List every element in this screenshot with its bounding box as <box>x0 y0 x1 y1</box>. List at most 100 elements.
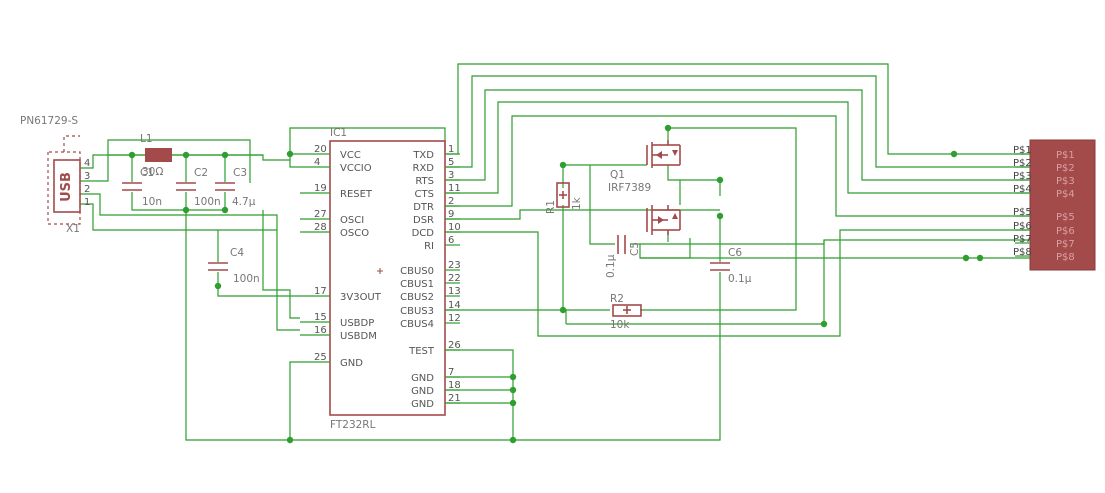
usb-pin-3: 3 <box>84 171 90 182</box>
junction-dot <box>962 254 970 262</box>
junction-dot <box>182 151 190 159</box>
ic1-pin-name: OSCO <box>340 228 369 239</box>
connector-pin-name: P$7 <box>1056 239 1075 250</box>
junction-dot <box>716 212 724 220</box>
ic1-pin-name: 3V3OUT <box>340 292 382 303</box>
r2-value-label: 10k <box>610 319 630 331</box>
junction-dot <box>716 176 724 184</box>
q1-ref-label: Q1 <box>610 169 625 181</box>
ic1-origin-mark <box>377 268 383 274</box>
ic1-pin-number: 20 <box>314 144 327 155</box>
ic1-pin-name: CTS <box>415 189 434 200</box>
junction-dot <box>128 151 136 159</box>
ic1-pin-name: TEST <box>408 346 435 357</box>
c3-value-label: 4.7µ <box>232 196 256 208</box>
ic1-pin-name: OSCI <box>340 215 364 226</box>
junction-dot <box>559 306 567 314</box>
junction-dot <box>950 150 958 158</box>
ic1-pin-number: 13 <box>448 286 461 297</box>
ic1-pin-number: 7 <box>448 367 454 378</box>
c1-ref-label: C1 <box>140 167 154 179</box>
r2-ref-label: R2 <box>610 293 624 305</box>
ic1-pin-number: 18 <box>448 380 461 391</box>
junction-dot <box>221 206 229 214</box>
ic1-pin-name: CBUS3 <box>400 306 434 317</box>
ic1-pin-number: 10 <box>448 222 461 233</box>
ic1-pin-name: RI <box>424 241 434 252</box>
ic1-pin-number: 12 <box>448 313 461 324</box>
junction-dot <box>286 150 294 158</box>
ic1-pin-name: GND <box>411 386 434 397</box>
ic1-pin-name: DCD <box>412 228 435 239</box>
connector-pad-label: P$4 <box>1013 184 1032 195</box>
ic1-pin-name: RXD <box>413 163 435 174</box>
ic1-pin-name: CBUS2 <box>400 292 434 303</box>
c3-ref-label: C3 <box>233 167 247 179</box>
ic1-pin-number: 2 <box>448 196 454 207</box>
junction-dot <box>820 320 828 328</box>
q1-value-label: IRF7389 <box>608 182 651 194</box>
ic1-value-label: FT232RL <box>330 419 376 431</box>
usb-pin-1: 1 <box>84 197 90 208</box>
usb-body-label: USB <box>59 172 74 202</box>
capacitor-c3: C3 4.7µ <box>215 167 256 208</box>
junction-dot <box>182 206 190 214</box>
wires <box>80 63 1030 441</box>
connector-pin-name: P$3 <box>1056 176 1075 187</box>
connector-pad-label: P$3 <box>1013 171 1032 182</box>
ic1-ft232rl: IC1 FT232RL 20VCC4VCCIO19RESET27OSCI28OS… <box>300 127 461 431</box>
capacitor-c6: C6 0.1µ <box>710 247 752 285</box>
ic1-pin-name: GND <box>411 373 434 384</box>
junction-dot <box>221 151 229 159</box>
junction-dot <box>976 254 984 262</box>
ic1-pin-name: RESET <box>340 189 373 200</box>
junction-dot <box>509 399 517 407</box>
usb-ref-label: X1 <box>66 223 80 235</box>
ic1-pin-number: 19 <box>314 183 327 194</box>
connector-pin-name: P$5 <box>1056 212 1075 223</box>
mosfet-q1: Q1 IRF7389 <box>608 140 681 235</box>
ic1-pin-name: DTR <box>413 202 434 213</box>
ic1-pin-number: 4 <box>314 157 320 168</box>
junction-dot <box>509 386 517 394</box>
resistor-r2: R2 10k <box>610 293 642 331</box>
ic1-pin-name: USBDP <box>340 318 374 329</box>
ic1-pin-number: 28 <box>314 222 327 233</box>
c5-ref-label: C5 <box>629 242 641 256</box>
ic1-pin-number: 3 <box>448 170 454 181</box>
connector-pin: P$5 P$5 <box>1013 207 1075 223</box>
ic1-pin-number: 16 <box>314 325 327 336</box>
ic1-pin-name: CBUS0 <box>400 266 434 277</box>
resistor-r1: R1 1k <box>545 182 583 214</box>
ic1-pin-name: USBDM <box>340 331 377 342</box>
ic1-pin-number: 15 <box>314 312 327 323</box>
capacitor-c1: C1 10n <box>122 167 162 208</box>
ic1-pin-number: 23 <box>448 260 461 271</box>
ic1-pin-name: CBUS1 <box>400 279 434 290</box>
connector-pad-label: P$5 <box>1013 207 1032 218</box>
ic1-pin-ri: 6RI <box>424 235 460 252</box>
usb-connector-x1: PN61729-S X1 USB 4 3 2 1 <box>20 115 90 235</box>
ic1-ref-label: IC1 <box>330 127 347 139</box>
connector-pad-label: P$1 <box>1013 145 1032 156</box>
ic1-left-pins: 20VCC4VCCIO19RESET27OSCI28OSCO173V3OUT15… <box>300 144 382 369</box>
l1-value-label: 30Ω <box>142 166 163 178</box>
connector-pin-name: P$8 <box>1056 252 1075 263</box>
ic1-pin-number: 9 <box>448 209 454 220</box>
c2-ref-label: C2 <box>194 167 208 179</box>
